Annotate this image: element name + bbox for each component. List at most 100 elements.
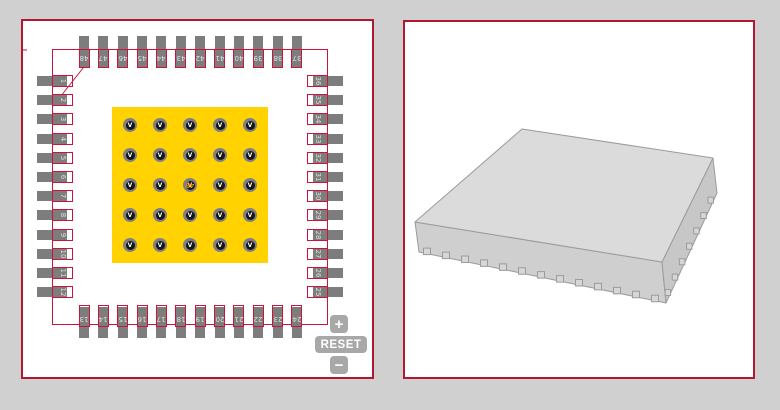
- pad-5-mask: [52, 151, 73, 164]
- pad-43-mask: [175, 49, 187, 68]
- chip-pad: [632, 290, 640, 299]
- via-hole: V: [185, 180, 195, 190]
- pad-26: [313, 268, 343, 278]
- via-hole: V: [215, 240, 225, 250]
- via: V: [153, 148, 167, 162]
- via: V: [183, 118, 197, 132]
- chip-pad: [442, 251, 450, 260]
- pad-19-mask: [194, 305, 206, 327]
- via-hole: V: [245, 240, 255, 250]
- chip-3d-model[interactable]: [405, 22, 753, 377]
- via: V: [213, 148, 227, 162]
- chip-pad: [693, 227, 700, 235]
- via: V: [123, 148, 137, 162]
- pad-44-mask: [155, 49, 167, 68]
- pad-41: [214, 36, 225, 67]
- pad-27-mask: [307, 247, 328, 260]
- pad-15: [117, 307, 128, 338]
- via-hole: V: [245, 180, 255, 190]
- zoom-in-button[interactable]: +: [330, 315, 348, 333]
- via-hole: V: [155, 150, 165, 160]
- pad-7-mask: [52, 190, 73, 203]
- pad-42: [195, 36, 206, 67]
- via: V: [243, 208, 257, 222]
- via-hole: V: [155, 240, 165, 250]
- via: V: [183, 238, 197, 252]
- pad-18-mask: [175, 305, 187, 327]
- pad-13-mask: [78, 305, 90, 327]
- pad-17: [156, 307, 167, 338]
- via-hole: V: [155, 180, 165, 190]
- via-hole: V: [185, 210, 195, 220]
- pad-25: [313, 287, 343, 298]
- via-hole: V: [125, 150, 135, 160]
- pad-45-mask: [136, 49, 148, 68]
- pad-47: [98, 36, 109, 67]
- pad-36-mask: [307, 75, 328, 87]
- chip-pad: [678, 258, 686, 266]
- pad-15-mask: [117, 305, 129, 327]
- via-hole: V: [185, 120, 195, 130]
- pad-37: [291, 36, 302, 67]
- zoom-out-button[interactable]: −: [330, 356, 348, 374]
- pad-14: [98, 307, 109, 338]
- pad-31: [313, 172, 343, 182]
- via-hole: V: [245, 150, 255, 160]
- pad-17-mask: [155, 305, 167, 327]
- via: V: [153, 208, 167, 222]
- pad-6-mask: [52, 171, 73, 183]
- chip-pad: [499, 263, 507, 271]
- pad-22: [253, 307, 264, 338]
- pad-48-mask: [78, 49, 90, 68]
- pad-24-mask: [291, 305, 303, 327]
- chip-pad: [671, 273, 679, 281]
- pad-22-mask: [252, 305, 264, 327]
- via-hole: V: [155, 210, 165, 220]
- via-hole: V: [215, 120, 225, 130]
- pad-19: [195, 307, 206, 338]
- chip-pad: [423, 247, 431, 256]
- pad-20: [214, 307, 225, 338]
- via: V: [213, 118, 227, 132]
- reset-button[interactable]: RESET: [315, 336, 367, 353]
- via-hole: V: [125, 210, 135, 220]
- via: V: [123, 208, 137, 222]
- via-hole: V: [185, 240, 195, 250]
- pad-10-mask: [52, 247, 73, 260]
- chip-top-face: [414, 128, 714, 263]
- pad-31-mask: [307, 171, 328, 183]
- via-hole: V: [215, 210, 225, 220]
- via: V: [153, 178, 167, 192]
- pad-34: [313, 114, 343, 125]
- pad-21-mask: [233, 305, 245, 327]
- pad-32-mask: [307, 151, 328, 164]
- via: V: [243, 148, 257, 162]
- pad-48: [79, 36, 89, 67]
- pad-28: [313, 229, 343, 240]
- pad-11-mask: [52, 267, 73, 279]
- pad-36: [313, 76, 343, 86]
- via: V: [243, 118, 257, 132]
- chip-pad: [518, 267, 526, 275]
- pad-34-mask: [307, 113, 328, 126]
- chip-pad: [700, 212, 707, 219]
- via: V: [213, 208, 227, 222]
- via-hole: V: [155, 120, 165, 130]
- pad-8-mask: [52, 209, 73, 222]
- pad-24: [291, 307, 302, 338]
- pad-16-mask: [136, 305, 148, 327]
- pad-41-mask: [214, 49, 226, 68]
- pad-45: [137, 36, 148, 67]
- pad-32: [313, 152, 343, 163]
- chip-pad: [651, 294, 659, 303]
- chip-front-pads: [423, 247, 659, 303]
- via-hole: V: [125, 240, 135, 250]
- chip-pad: [575, 279, 583, 287]
- pad-3-mask: [52, 113, 73, 126]
- pad-9-mask: [52, 228, 73, 241]
- pad-40: [233, 36, 244, 67]
- via: V: [213, 178, 227, 192]
